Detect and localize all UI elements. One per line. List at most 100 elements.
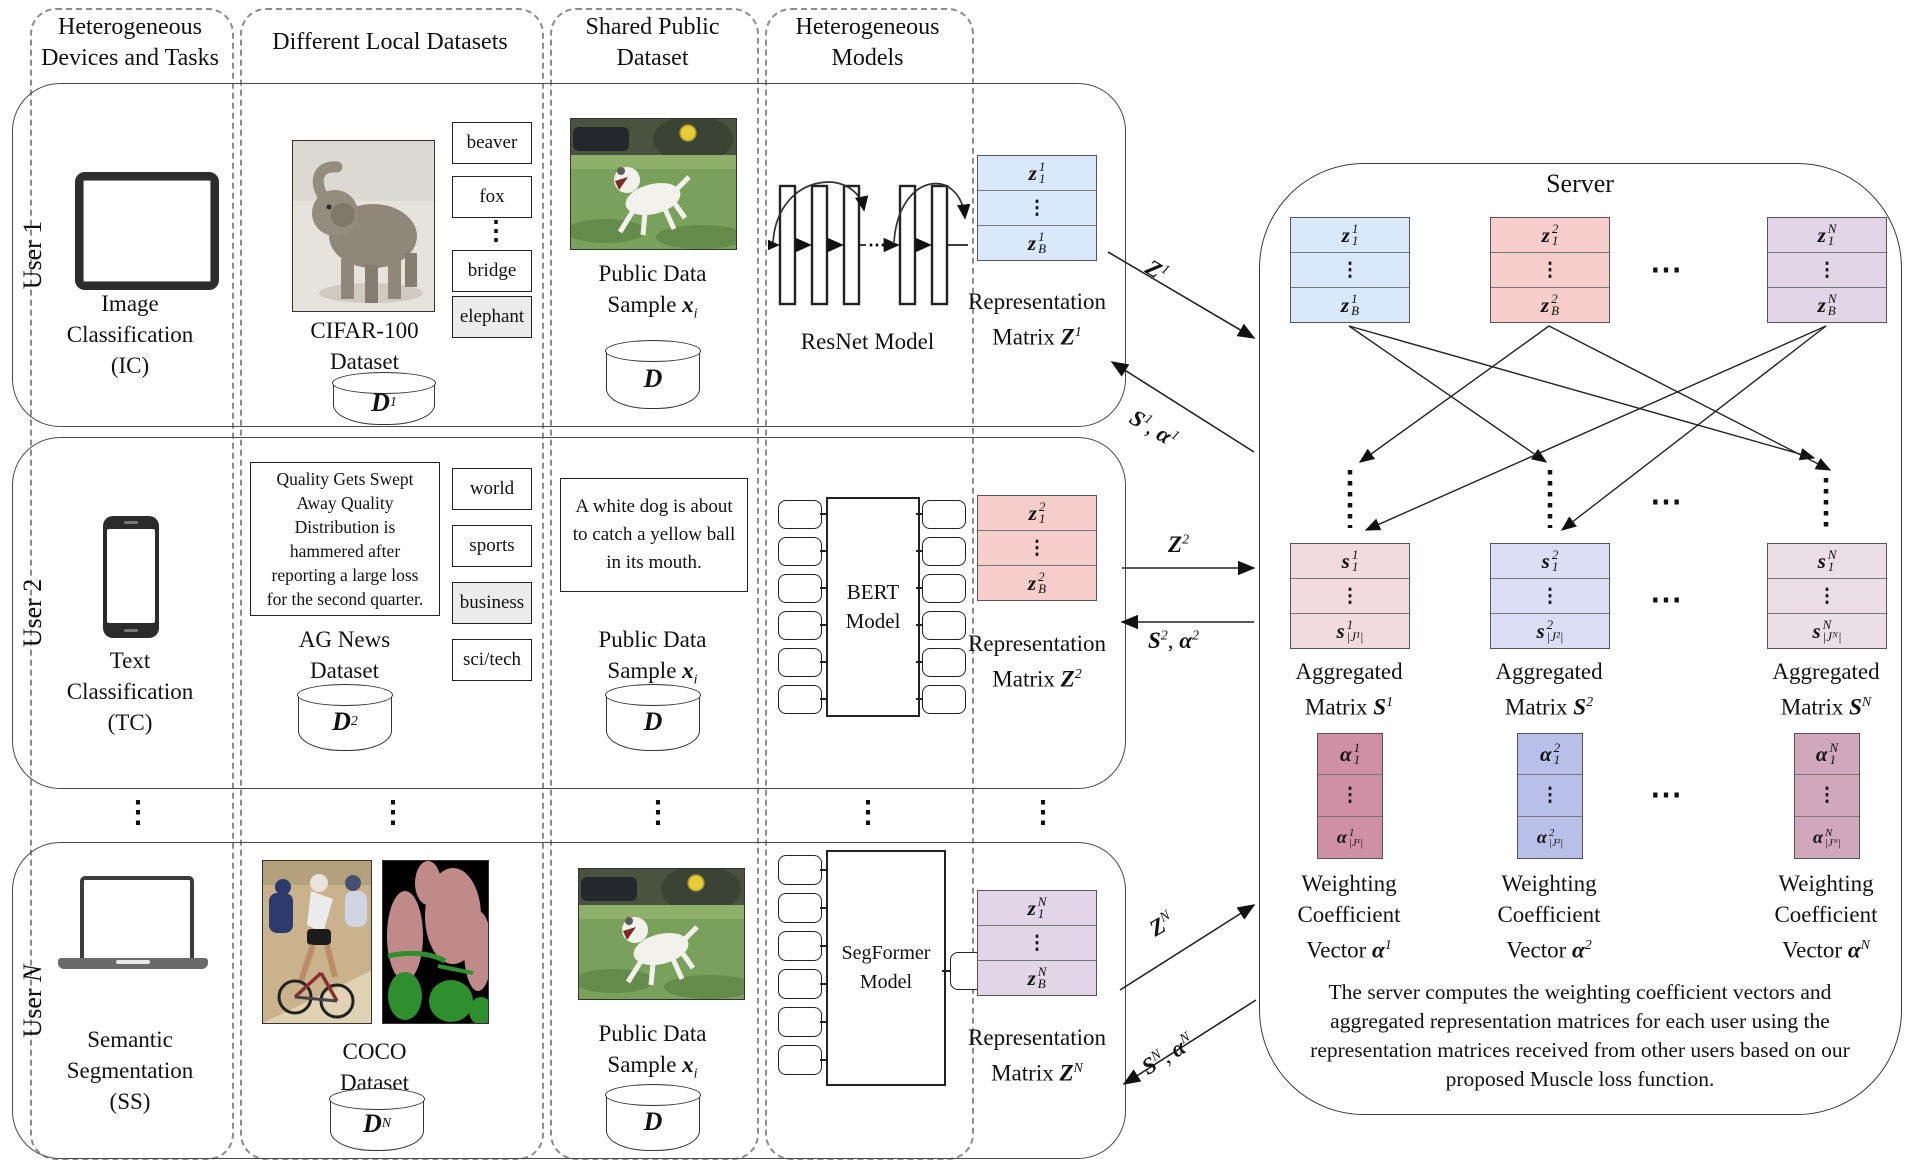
bert-output-pad xyxy=(922,648,966,677)
user1-task: Image Classification (IC) xyxy=(66,291,194,378)
server-s-ellipsis: ⋯ xyxy=(1650,581,1684,617)
arrow-zN-to-server xyxy=(1119,904,1256,991)
column-local-datasets xyxy=(240,8,544,1160)
bert-input-pad xyxy=(778,500,822,529)
alpha-caption-2: Weighting Coefficient Vector α2 xyxy=(1497,871,1601,963)
column-devices-tasks xyxy=(30,8,234,1160)
matrix-caption-z1: Representation Matrix Z1 xyxy=(968,289,1106,350)
arrow-z1-to-server xyxy=(1107,251,1256,339)
aggregated-caption-sN: Aggregated Matrix SN xyxy=(1772,659,1880,720)
arrow-label-zN: ZN xyxy=(1145,908,1174,942)
public-caption-2: Public Data Sample xi xyxy=(598,627,707,688)
header-devices-tasks: Heterogeneous Devices and Tasks xyxy=(41,14,219,71)
aggregated-caption-s2: Aggregated Matrix S2 xyxy=(1495,659,1603,720)
between-rows-dots: ⋮ xyxy=(643,796,673,829)
bert-input-pad xyxy=(778,685,822,714)
matrix-dots: ⋮ xyxy=(1291,578,1409,613)
matrix-caption-zN: Representation Matrix ZN xyxy=(968,1025,1106,1086)
matrix-dots: ⋮ xyxy=(1491,252,1609,287)
resnet-caption: ResNet Model xyxy=(800,329,935,354)
matrix-dots: ⋮ xyxy=(1491,578,1609,613)
bert-model-box: BERT Model xyxy=(826,497,920,717)
matrix-dots: ⋮ xyxy=(978,190,1096,225)
segformer-input-pad xyxy=(778,1007,822,1037)
public-db-cylinder-N: D xyxy=(605,1084,701,1151)
laptop-base xyxy=(58,958,208,969)
header-models: Heterogeneous Models xyxy=(795,14,940,71)
agnews-sample-box: Quality Gets Swept Away Quality Distribu… xyxy=(250,462,440,616)
public-caption-1: Public Data Sample xi xyxy=(598,261,707,322)
agnews-caption: AG News Dataset xyxy=(298,627,391,683)
between-rows-dots: ⋮ xyxy=(123,796,153,829)
aggregated-caption-s1: Aggregated Matrix S1 xyxy=(1295,659,1403,720)
server-note-line: aggregated representation matrices for e… xyxy=(1330,1009,1830,1033)
db-label: D xyxy=(643,364,663,393)
class-box-elephant: elephant xyxy=(452,296,532,338)
bert-input-pad xyxy=(778,574,822,603)
arrow-label-z1: Z1 xyxy=(1141,254,1173,284)
arrow-label-s2a2: S2, α2 xyxy=(1148,628,1200,653)
bert-input-pad xyxy=(778,648,822,677)
bert-input-pad xyxy=(778,611,822,640)
alpha-caption-N: Weighting Coefficient Vector αN xyxy=(1774,871,1878,963)
class-box-scitech: sci/tech xyxy=(452,639,532,681)
public-dog-image xyxy=(578,868,745,1000)
public-db-cylinder-1: D xyxy=(605,340,701,409)
segformer-input-pad xyxy=(778,969,822,999)
matrix-dots: ⋮ xyxy=(1795,774,1859,816)
bert-input-pad xyxy=(778,537,822,566)
resnet-dots: ⋯ xyxy=(868,235,886,255)
arrow-label-s1a1: S1, α1 xyxy=(1125,404,1182,449)
matrix-caption-z2: Representation Matrix Z2 xyxy=(968,631,1106,692)
matrix-dots: ⋮ xyxy=(1768,252,1886,287)
cifar-elephant-image xyxy=(292,140,435,312)
matrix-dots: ⋮ xyxy=(1291,252,1409,287)
bert-output-pad xyxy=(922,574,966,603)
server-alpha-ellipsis: ⋯ xyxy=(1650,776,1684,812)
server-z-ellipsis: ⋯ xyxy=(1650,251,1684,287)
public-caption-N: Public Data Sample xi xyxy=(598,1021,707,1082)
segformer-input-pad xyxy=(778,931,822,961)
public-text-sample-box: A white dog is about to catch a yellow b… xyxy=(560,478,748,592)
user2-task: Text Classification (TC) xyxy=(66,648,194,735)
segformer-input-pad xyxy=(778,893,822,923)
column-public-dataset xyxy=(550,8,759,1160)
user2-row xyxy=(12,437,1126,789)
server-note-line: The server computes the weighting coeffi… xyxy=(1328,980,1832,1004)
segformer-input-pad xyxy=(778,855,822,885)
class-box-sports: sports xyxy=(452,525,532,567)
resnet-model-icon: ⋯ xyxy=(768,181,970,306)
header-public-dataset: Shared Public Dataset xyxy=(585,14,720,71)
public-dog-image xyxy=(570,118,737,250)
between-rows-dots: ⋮ xyxy=(853,796,883,829)
arrow-label-sNaN: SN, αN xyxy=(1137,1029,1193,1080)
phone-icon xyxy=(103,516,159,638)
